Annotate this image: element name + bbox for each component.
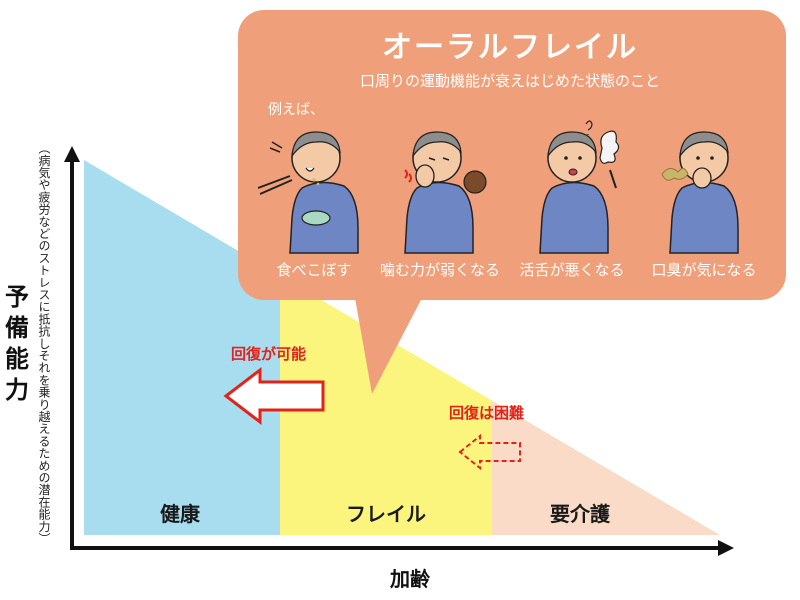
bad-breath-icon: [661, 131, 739, 254]
x-axis-arrowhead: [718, 540, 734, 556]
example-label-articulation: 活舌が悪くなる: [519, 261, 625, 279]
axes: [64, 146, 734, 556]
recovery-difficult-label: 回復は困難: [449, 404, 525, 422]
example-label-chewing: 噛む力が弱くなる: [379, 261, 500, 279]
spilling-food-icon: [257, 131, 359, 254]
weak-chewing-icon: [404, 131, 487, 254]
bubble-example-intro: 例えば、: [268, 102, 324, 118]
bubble-title: オーラルフレイル: [382, 30, 638, 65]
zone-label-frailty: フレイル: [346, 502, 426, 526]
recovery-possible-label: 回復が可能: [231, 345, 307, 363]
y-axis-subtitle: （病気や疲労などのストレスに抵抗しそれを乗り越えるための潜在能力）: [37, 142, 51, 545]
speech-bubble: [238, 10, 786, 394]
x-axis-title: 加齢: [390, 567, 430, 591]
recovery-possible-arrow-icon: [223, 366, 325, 426]
y-axis-title-text: 予備能力: [5, 283, 29, 404]
example-label-spilling: 食べこぼす: [276, 261, 352, 279]
zone-label-health: 健康: [160, 502, 200, 526]
bubble-tail: [355, 298, 422, 394]
y-axis-arrowhead: [64, 146, 80, 162]
y-axis-title: 予備能力: [0, 282, 34, 406]
zone-label-care: 要介護: [550, 502, 610, 526]
bubble-body: [238, 10, 786, 300]
example-label-breath: 口臭が気になる: [651, 261, 757, 279]
bubble-subtitle: 口周りの運動機能が衰えはじめた状態のこと: [359, 72, 660, 90]
recovery-difficult-arrow-icon: [458, 433, 521, 471]
poor-articulation-icon: [539, 120, 620, 254]
